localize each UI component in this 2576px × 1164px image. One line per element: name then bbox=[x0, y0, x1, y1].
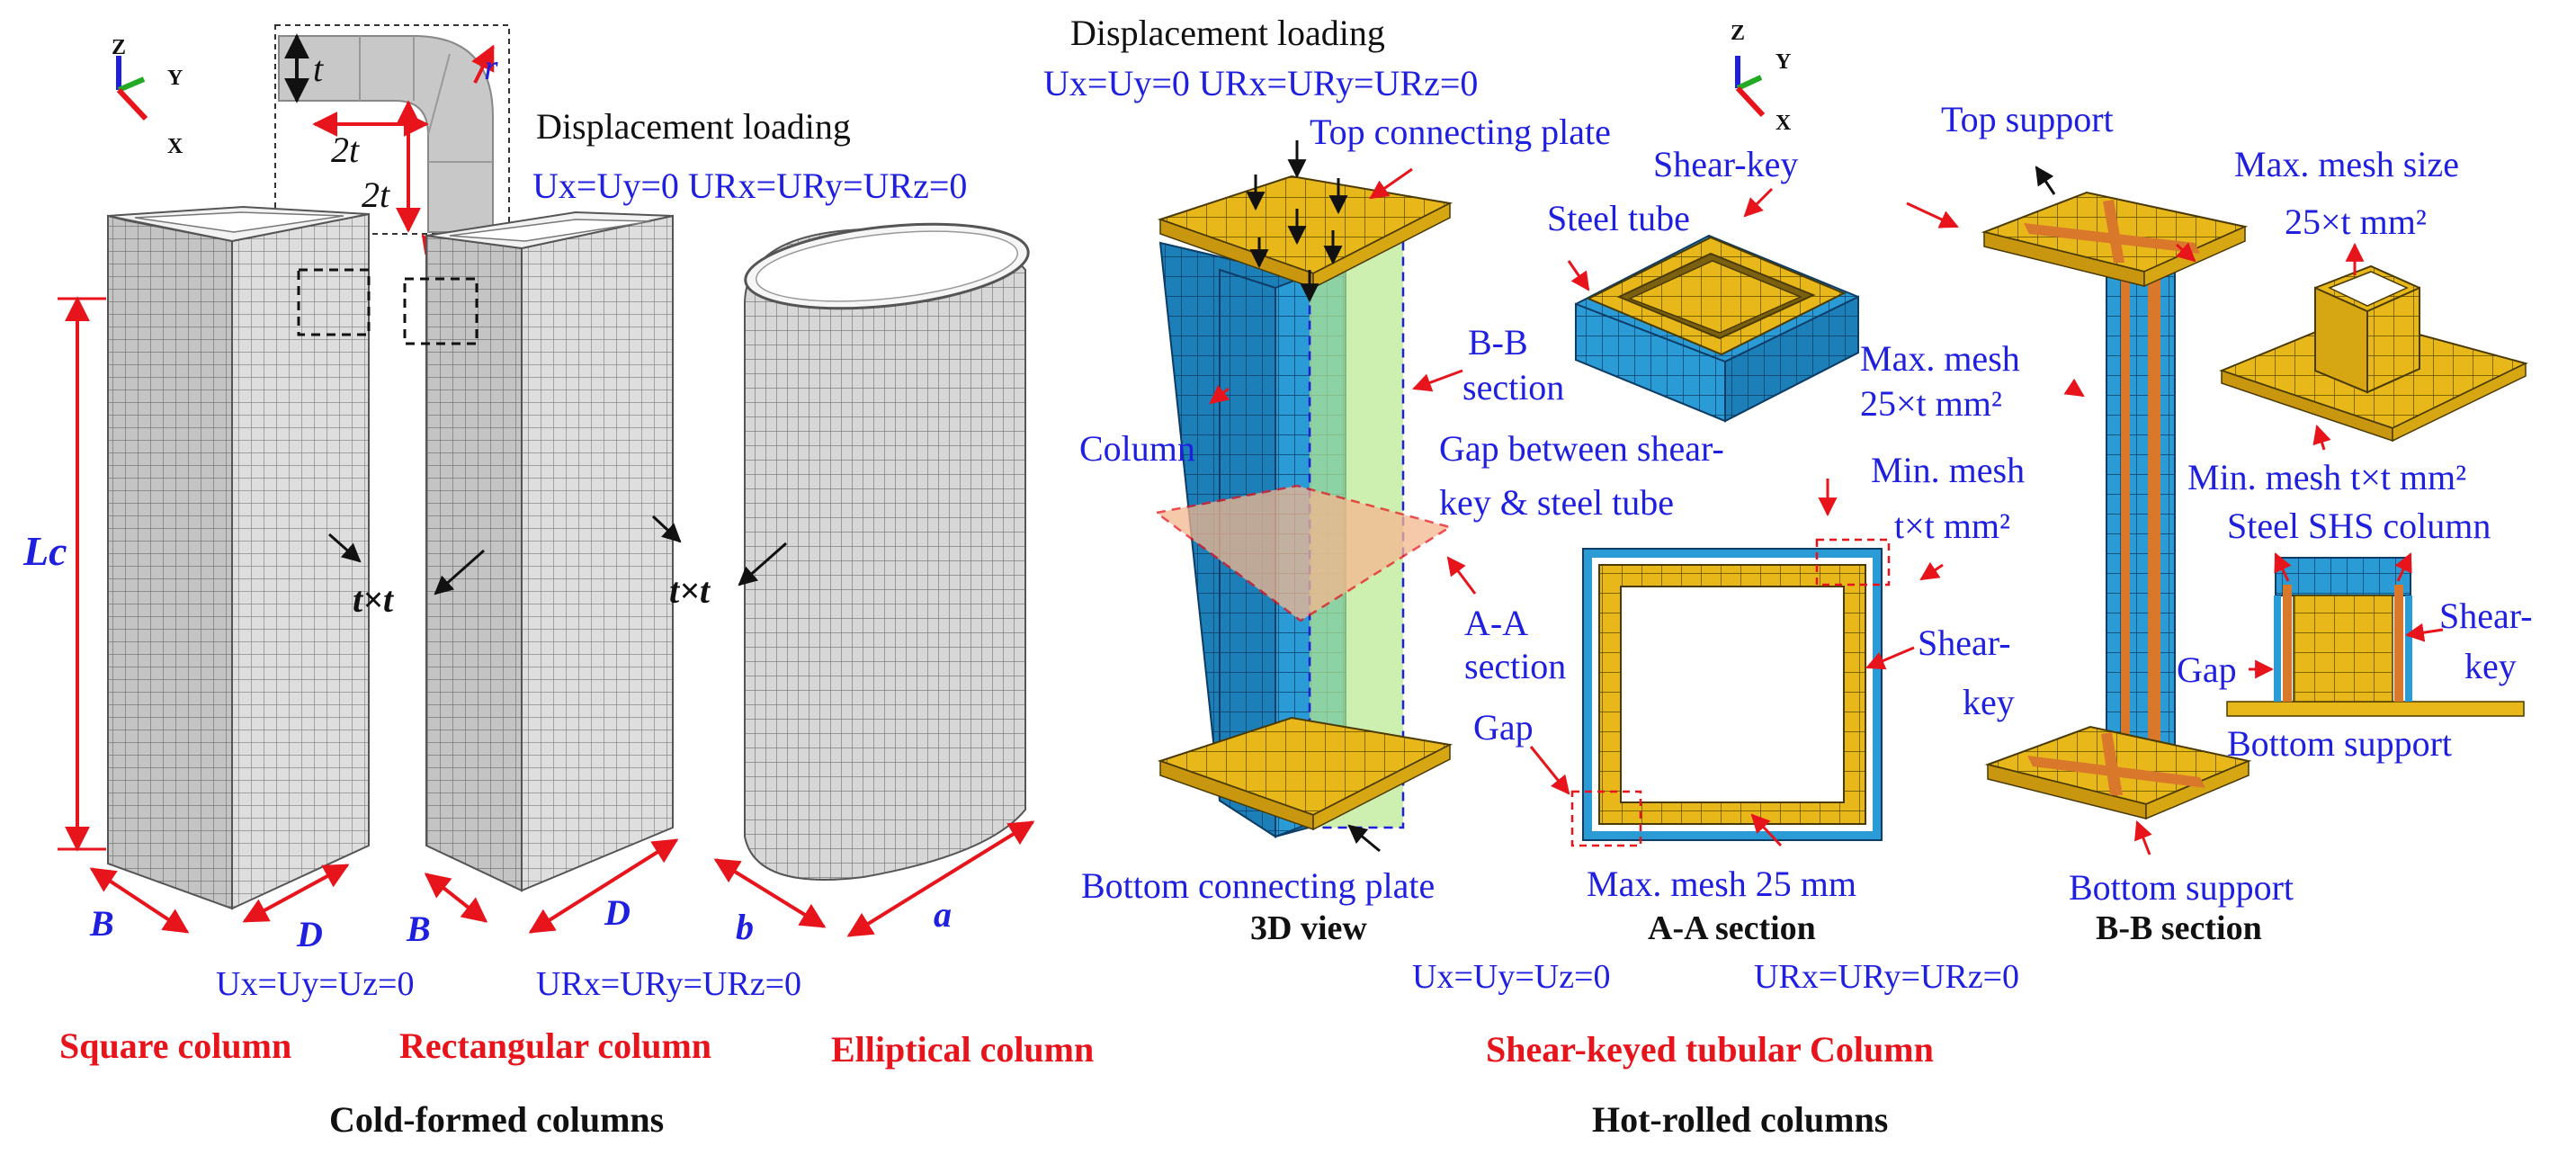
square-column bbox=[107, 205, 371, 910]
inset-2t-vertical: 2t bbox=[362, 175, 390, 215]
hot-displacement-loading: Displacement loading bbox=[1070, 13, 1385, 53]
label-shear-key-b-1: Shear- bbox=[2439, 595, 2533, 636]
inset-2t-horizontal: 2t bbox=[331, 130, 360, 170]
label-shear-key-aa-2: key bbox=[1963, 682, 2015, 722]
cold-group-title: Cold-formed columns bbox=[329, 1099, 664, 1140]
label-gap-between-2: key & steel tube bbox=[1439, 482, 1674, 523]
mesh-txt-rect: t×t bbox=[669, 570, 711, 611]
hot-group-title: Hot-rolled columns bbox=[1592, 1099, 1888, 1140]
label-gap-aa: Gap bbox=[1473, 707, 1534, 748]
label-steel-shs: Steel SHS column bbox=[2227, 506, 2491, 546]
axis-z-label-2: Z bbox=[1731, 22, 1745, 45]
label-max-mesh-1: Max. mesh bbox=[1860, 338, 2020, 379]
cold-displacement-loading: Displacement loading bbox=[536, 106, 851, 147]
label-bottom-support-right: Bottom support bbox=[2227, 723, 2452, 764]
label-square-column: Square column bbox=[59, 1025, 291, 1066]
label-bb-section-1: B-B bbox=[1468, 322, 1528, 363]
label-min-mesh-1: Min. mesh bbox=[1871, 450, 2025, 490]
dim-B-square: B bbox=[89, 903, 114, 944]
inset-radius: r bbox=[484, 47, 498, 87]
label-aa-section-2: section bbox=[1464, 646, 1566, 686]
label-bottom-connecting-plate: Bottom connecting plate bbox=[1081, 865, 1435, 906]
label-column: Column bbox=[1079, 428, 1195, 469]
label-shear-key-aa-1: Shear- bbox=[1918, 622, 2011, 663]
label-max-mesh-size-1: Max. mesh size bbox=[2234, 144, 2459, 184]
support-detail-iso bbox=[2219, 264, 2528, 443]
rectangular-column bbox=[403, 210, 674, 892]
dim-B-rect: B bbox=[406, 909, 431, 949]
title-bb-section: B-B section bbox=[2096, 909, 2262, 947]
label-max-mesh-2: 25×t mm² bbox=[1860, 383, 2002, 424]
label-min-mesh-2: t×t mm² bbox=[1894, 506, 2010, 546]
tube-shear-key-iso bbox=[1575, 234, 1859, 423]
dim-D-rect: D bbox=[604, 892, 631, 933]
hot-top-boundary: Ux=Uy=0 URx=URy=URz=0 bbox=[1043, 63, 1478, 103]
cold-top-boundary: Ux=Uy=0 URx=URy=URz=0 bbox=[532, 166, 967, 206]
label-aa-section-1: A-A bbox=[1464, 603, 1528, 643]
label-bottom-support: Bottom support bbox=[2069, 867, 2294, 908]
axis-z-label: Z bbox=[112, 36, 126, 59]
hot-bottom-ur: URx=URy=URz=0 bbox=[1754, 958, 2019, 996]
label-max-mesh-25: Max. mesh 25 mm bbox=[1587, 864, 1856, 904]
label-elliptical-column: Elliptical column bbox=[831, 1029, 1094, 1070]
title-3d-view: 3D view bbox=[1250, 909, 1367, 947]
label-shear-keyed-column: Shear-keyed tubular Column bbox=[1486, 1029, 1934, 1070]
label-top-connecting-plate: Top connecting plate bbox=[1310, 112, 1611, 152]
dim-a-ellip: a bbox=[934, 894, 952, 935]
label-rectangular-column: Rectangular column bbox=[399, 1025, 711, 1066]
label-max-mesh-size-2: 25×t mm² bbox=[2285, 201, 2427, 242]
label-top-support: Top support bbox=[1941, 99, 2114, 139]
label-bb-section-2: section bbox=[1462, 367, 1564, 407]
dim-D-square: D bbox=[296, 914, 323, 954]
axis-y-label-2: Y bbox=[1775, 50, 1791, 74]
axis-y-label: Y bbox=[167, 67, 183, 90]
bb-section-view bbox=[1981, 191, 2252, 820]
label-shear-key-top: Shear-key bbox=[1653, 144, 1798, 184]
support-section-detail bbox=[2226, 557, 2525, 717]
cold-bottom-u: Ux=Uy=Uz=0 bbox=[216, 965, 415, 1003]
column-3d-view bbox=[1153, 140, 1453, 838]
axis-x-label: X bbox=[167, 135, 183, 158]
label-gap-b: Gap bbox=[2177, 649, 2237, 690]
label-shear-key-b-2: key bbox=[2464, 646, 2517, 686]
inset-t: t bbox=[313, 49, 324, 89]
corner-detail-inset: t 2t 2t r bbox=[274, 24, 510, 235]
aa-section-view bbox=[1570, 538, 1891, 847]
length-Lc: Lc bbox=[22, 528, 67, 574]
label-min-mesh-b: Min. mesh t×t mm² bbox=[2187, 457, 2466, 497]
hot-bottom-u: Ux=Uy=Uz=0 bbox=[1412, 958, 1611, 996]
label-steel-tube: Steel tube bbox=[1547, 198, 1690, 238]
dim-b-ellip: b bbox=[736, 907, 754, 947]
cold-bottom-ur: URx=URy=URz=0 bbox=[536, 965, 801, 1003]
title-aa-section: A-A section bbox=[1648, 909, 1816, 947]
mesh-txt-square: t×t bbox=[353, 579, 395, 620]
axis-x-label-2: X bbox=[1775, 112, 1792, 135]
label-gap-between-1: Gap between shear- bbox=[1439, 428, 1724, 469]
axis-triad-left: Z Y X bbox=[112, 36, 183, 158]
axis-triad-right: Z Y X bbox=[1731, 22, 1792, 135]
